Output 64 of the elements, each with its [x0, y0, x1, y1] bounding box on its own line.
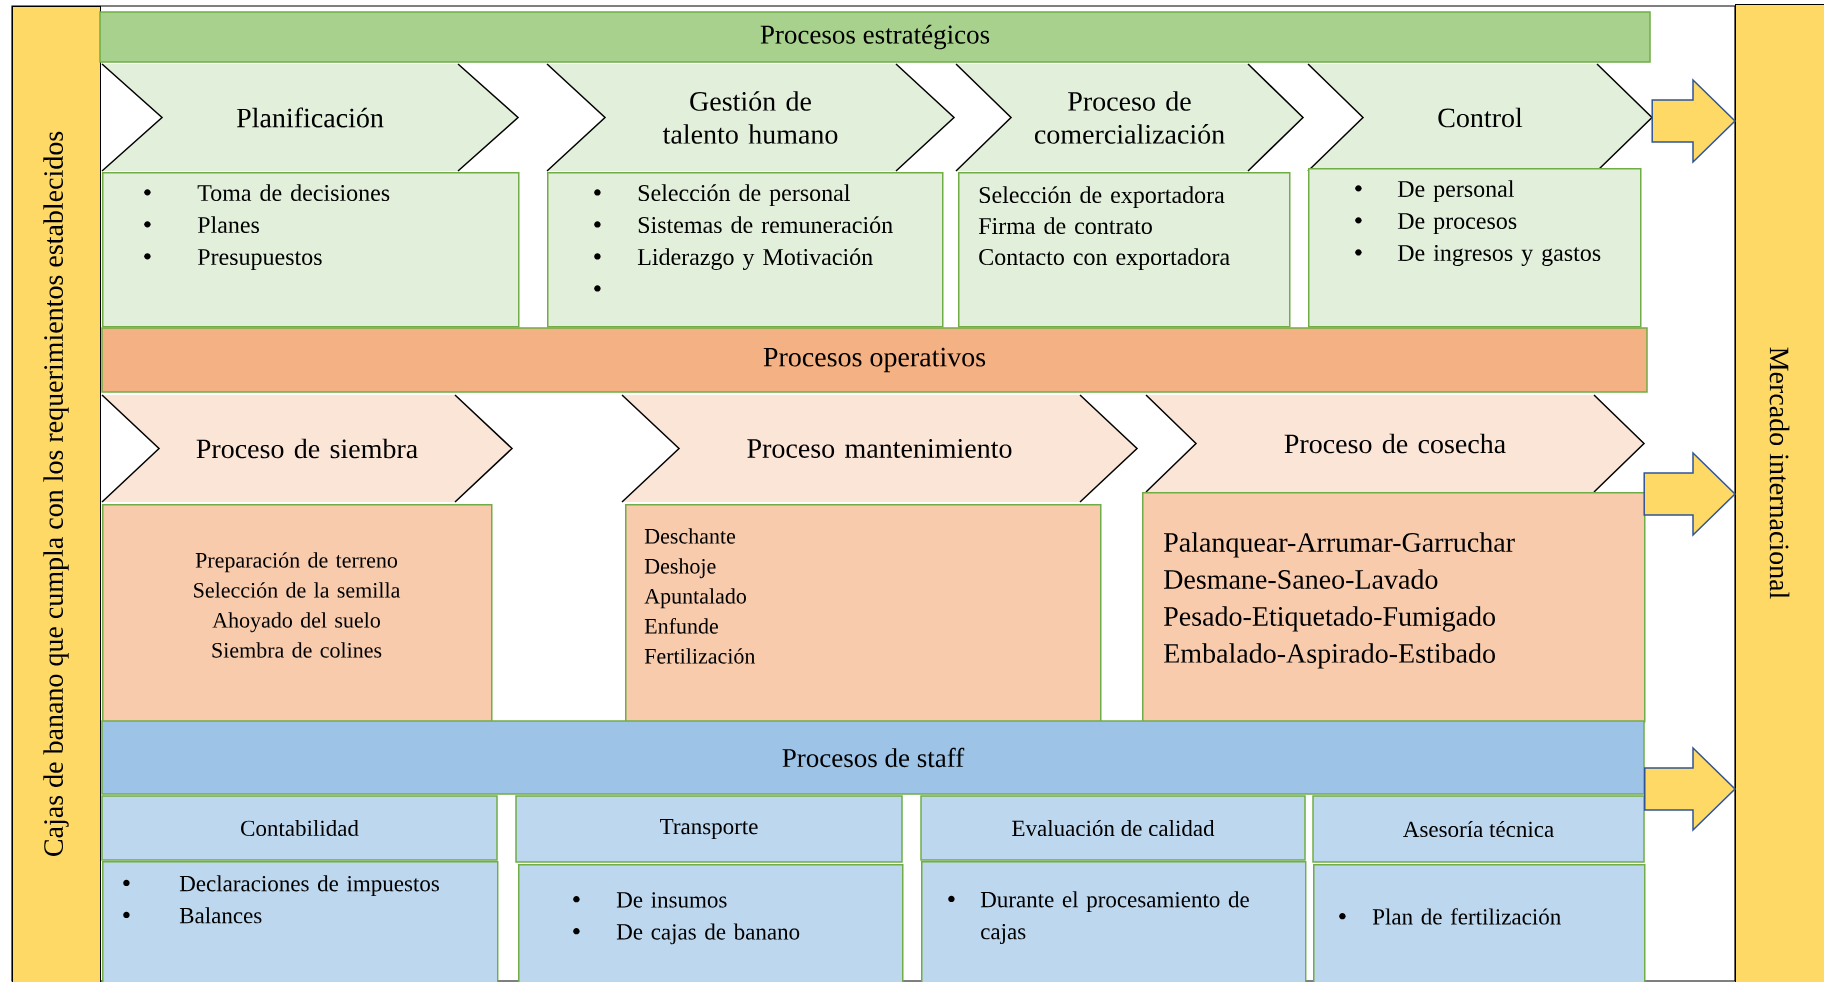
list-box	[1308, 168, 1642, 328]
list-item: Declaraciones de impuestos	[123, 875, 439, 897]
list-item: Toma de decisiones	[144, 184, 390, 202]
text-line: Selección de la semilla	[194, 582, 401, 598]
text-line: Ahoyado del suelo	[212, 612, 380, 633]
chevron-step: Gestión de talento humano	[546, 63, 956, 172]
list-box	[102, 861, 499, 982]
text-line: Selección de exportadora	[979, 186, 1225, 208]
node-label: Proceso de comercialización	[1034, 91, 1225, 144]
chevron-step: Proceso de siembra	[101, 394, 514, 503]
side-band: Mercado internacional	[1735, 4, 1824, 982]
side-band: Cajas de banano que cumpla con los requerimientos establecidos	[12, 6, 101, 982]
chevron-step: Proceso de comercialización	[955, 63, 1305, 172]
list-item: Sistemas de remuneración	[594, 216, 893, 234]
chevron-step: Proceso mantenimiento	[621, 394, 1139, 503]
list-item: Plan de fertilización	[1339, 908, 1561, 925]
node-label: Gestión de talento humano	[662, 91, 838, 144]
text-line: Embalado-Aspirado-Estibado	[1164, 643, 1495, 669]
block-arrow	[1643, 451, 1737, 537]
chevron-step: Planificación	[101, 63, 520, 172]
text-box	[102, 504, 493, 723]
text-line: Fertilización	[644, 648, 756, 664]
list-item: Durante el procesamiento de cajas	[948, 891, 1249, 945]
text-box	[625, 504, 1102, 723]
list-item: Planes	[144, 216, 259, 234]
list-item: De cajas de banano	[573, 923, 800, 945]
list-box	[102, 172, 520, 328]
text-line: Apuntalado	[644, 588, 746, 609]
section-band: Procesos estratégicos	[99, 11, 1651, 63]
text-line: Deshoje	[644, 558, 716, 579]
header-box: Evaluación de calidad	[920, 795, 1306, 861]
list-box	[921, 861, 1307, 982]
text-line: Pesado-Etiquetado-Fumigado	[1164, 606, 1495, 632]
section-band: Procesos operativos	[101, 327, 1648, 393]
text-box	[1142, 492, 1646, 723]
list-box	[518, 864, 904, 982]
text-line: Siembra de colines	[212, 642, 382, 658]
header-box: Contabilidad	[101, 795, 498, 861]
node-label: Planificación	[236, 107, 384, 128]
text-line: Contacto con exportadora	[979, 248, 1230, 270]
list-item: De ingresos y gastos	[1355, 244, 1601, 267]
text-line: Deschante	[644, 528, 736, 544]
text-line: Desmane-Saneo-Lavado	[1164, 569, 1438, 589]
header-box: Asesoría técnica	[1312, 795, 1645, 863]
text-line: Firma de contrato	[978, 217, 1152, 235]
list-item: Liderazgo y Motivación	[594, 248, 873, 271]
text-line: Enfunde	[644, 617, 718, 634]
list-item: Balances	[123, 907, 262, 924]
list-item: De insumos	[573, 892, 727, 908]
block-arrow	[1651, 78, 1737, 164]
section-band: Procesos de staff	[101, 720, 1645, 795]
list-item: Selección de personal	[594, 184, 850, 206]
text-line: Palanquear-Arrumar-Garruchar	[1164, 532, 1515, 558]
chevron-step: Proceso de cosecha	[1145, 394, 1646, 493]
list-item: De procesos	[1355, 213, 1517, 234]
list-box	[1313, 864, 1646, 982]
header-box: Transporte	[515, 795, 903, 863]
block-arrow	[1644, 746, 1737, 832]
list-item: De personal	[1355, 180, 1514, 202]
text-box	[958, 172, 1291, 328]
list-box	[547, 172, 944, 328]
chevron-step: Control	[1307, 63, 1654, 172]
list-item: Presupuestos	[144, 249, 322, 270]
text-line: Preparación de terreno	[195, 552, 398, 573]
